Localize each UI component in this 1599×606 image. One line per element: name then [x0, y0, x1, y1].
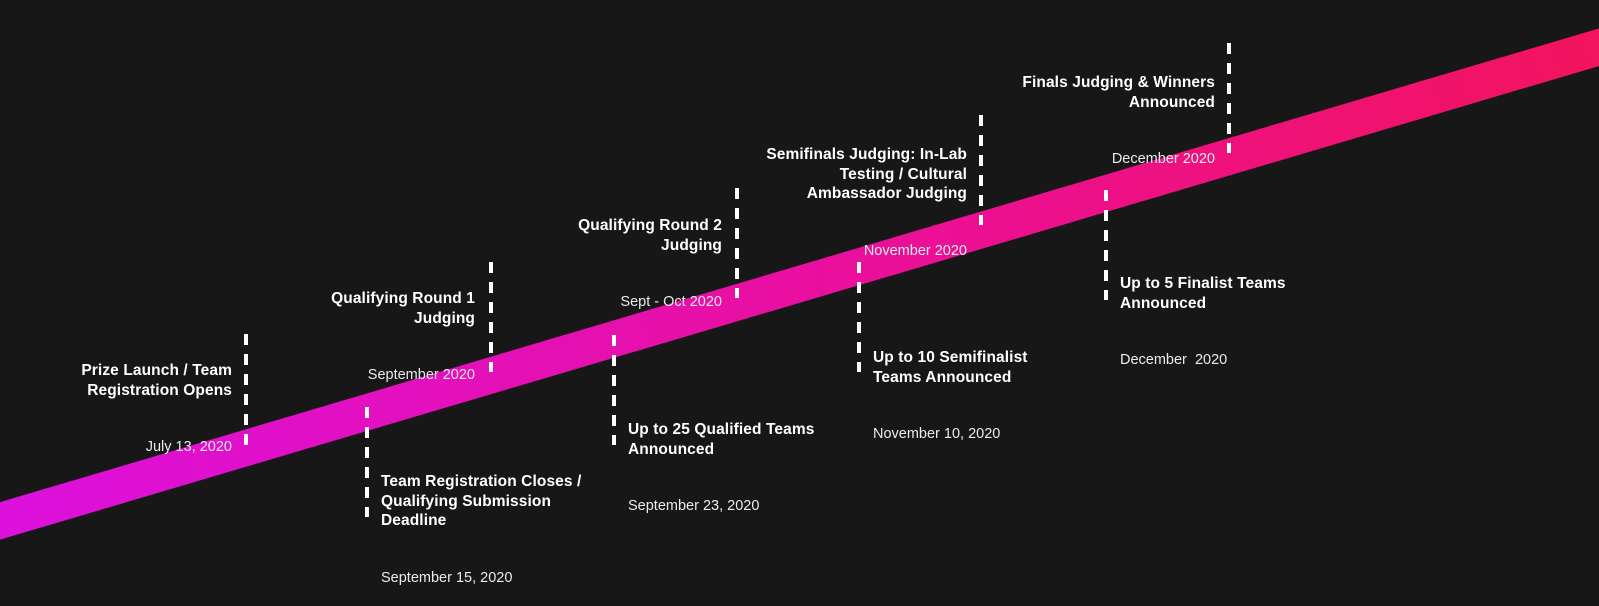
milestone-title: Qualifying Round 2 Judging — [578, 217, 722, 254]
milestone-registration-closes: Team Registration Closes / Qualifying Su… — [381, 436, 581, 606]
milestone-tick-qualified-teams — [612, 335, 616, 445]
milestone-tick-finals-judging — [1227, 43, 1231, 153]
milestone-tick-qualifying-round-1 — [489, 262, 493, 372]
milestone-title: Prize Launch / Team Registration Opens — [81, 362, 232, 399]
milestone-title: Up to 5 Finalist Teams Announced — [1120, 275, 1286, 312]
milestone-tick-prize-launch — [244, 334, 248, 446]
milestone-title: Semifinals Judging: In-Lab Testing / Cul… — [766, 146, 967, 202]
milestone-date: November 2020 — [863, 242, 967, 259]
milestone-date: September 2020 — [367, 367, 475, 383]
milestone-tick-semifinalist-teams — [857, 262, 861, 372]
milestone-finalist-teams: Up to 5 Finalist Teams Announced Decembe… — [1120, 238, 1286, 388]
timeline-page: { "page": { "background_color": "#171717… — [0, 5, 1599, 586]
milestone-date: December 2020 — [1120, 352, 1228, 368]
milestone-prize-launch: Prize Launch / Team Registration Opens J… — [81, 325, 232, 475]
milestone-qualified-teams: Up to 25 Qualified Teams Announced Septe… — [628, 384, 814, 534]
milestone-title: Up to 25 Qualified Teams Announced — [628, 421, 815, 458]
milestone-qualifying-round-1: Qualifying Round 1 Judging September 202… — [331, 253, 475, 403]
milestone-title: Finals Judging & Winners Announced — [1022, 74, 1215, 111]
milestone-tick-registration-closes — [365, 407, 369, 517]
milestone-date: July 13, 2020 — [145, 439, 232, 455]
milestone-tick-semifinals-judging — [979, 115, 983, 225]
milestone-finals-judging: Finals Judging & Winners Announced Decem… — [1022, 37, 1215, 187]
milestone-tick-finalist-teams — [1104, 190, 1108, 300]
milestone-date: December 2020 — [1111, 151, 1215, 167]
milestone-qualifying-round-2: Qualifying Round 2 Judging Sept - Oct 20… — [578, 180, 722, 330]
milestone-date: Sept - Oct 2020 — [620, 294, 722, 310]
milestone-title: Team Registration Closes / Qualifying Su… — [381, 473, 582, 529]
milestone-title: Up to 10 Semifinalist Teams Announced — [873, 349, 1028, 386]
milestone-semifinalist-teams: Up to 10 Semifinalist Teams Announced No… — [873, 312, 1028, 462]
milestone-tick-qualifying-round-2 — [735, 188, 739, 298]
milestone-date: September 15, 2020 — [381, 569, 513, 586]
milestone-title: Qualifying Round 1 Judging — [331, 290, 475, 327]
milestone-date: September 23, 2020 — [628, 498, 760, 514]
milestone-semifinals-judging: Semifinals Judging: In-Lab Testing / Cul… — [766, 109, 967, 279]
milestone-date: November 10, 2020 — [873, 426, 1001, 442]
